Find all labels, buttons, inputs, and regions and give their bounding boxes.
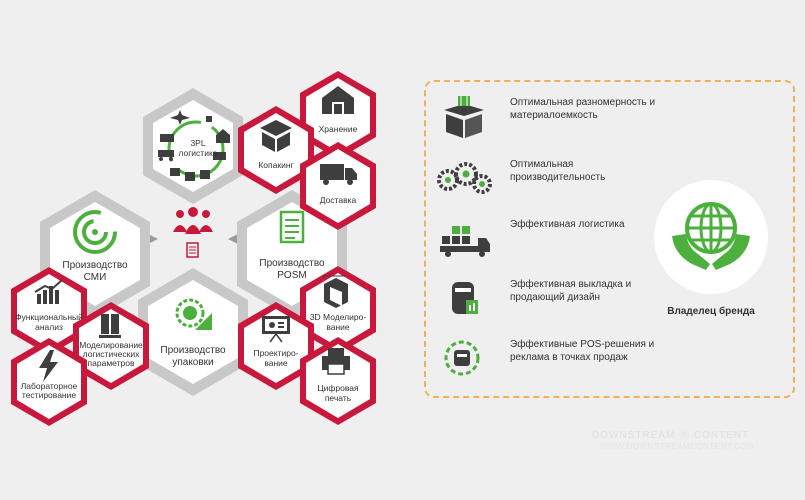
hex-delivery: Доставка [300,142,376,230]
hex-design-label: Проектиро- [253,348,298,358]
hex-copack: Копакинг [238,106,314,194]
pallet-icon [99,314,121,338]
benefit-text: Эффективная выкладка и продающий дизайн [510,279,632,303]
benefit-item: Эффективные POS-решения и реклама в точк… [436,336,654,384]
hex-3d-label: 3D Моделиро- [310,312,367,322]
hex-copack-label: Копакинг [258,160,293,170]
hex-print-label: Цифровая [317,383,359,393]
benefit-text: Оптимальная производительность [510,159,606,183]
hex-func-label: Функциональный [15,312,83,322]
hex-storage-label: Хранение [319,124,358,134]
hex-design: Проектиро- вание [238,302,314,390]
lightning-icon [39,350,58,382]
arrow-from-smi [148,234,158,244]
benefit-item: Эффективная выкладка и продающий дизайн [436,276,636,324]
hex-delivery-label: Доставка [320,195,357,205]
svg-text:параметров: параметров [88,358,135,368]
hex-pack-label: Производство [160,345,226,356]
svg-text:тестирование: тестирование [22,390,76,400]
svg-text:вание: вание [264,358,288,368]
hex-func: Функциональный анализ [11,267,87,355]
svg-text:анализ: анализ [35,322,63,332]
document-icon [279,210,305,244]
globe-hands-icon [672,202,750,270]
presentation-icon [262,316,290,343]
benefit-text: Эффективные POS-решения и реклама в точк… [510,339,655,363]
hex-smi-label: Производство [62,260,128,271]
truck-icon [320,164,357,185]
watermark-url: WWW.DOWNSTREAMCONTENT.COM [600,442,755,451]
benefits-panel: Оптимальная разномерность и материалоемк… [424,80,795,398]
hex-pack: Производство упаковки [138,268,248,396]
services-diagram: 3PL логистика Производство СМИ [11,71,376,426]
svg-text:POSM: POSM [277,270,306,281]
svg-text:печать: печать [325,393,352,403]
benefit-item: Оптимальная разномерность и материалоемк… [436,94,655,142]
svg-text:упаковки: упаковки [172,357,213,368]
hex-3pl-label: 3PL [190,138,205,148]
gears-icon [437,162,492,194]
svg-text:логистических: логистических [83,349,140,359]
recycle-icon [73,210,117,254]
hex-logmodel: Моделирование логистических параметров [73,302,149,390]
hex-storage: Хранение [300,71,376,159]
pos-display-icon [444,340,480,376]
arrow-from-posm [228,234,238,244]
benefit-item: Эффективная логистика [436,216,636,264]
hex-3d: 3D Моделиро- вание [300,266,376,354]
chart-icon [34,279,63,304]
hex-lab: Лабораторное тестирование [11,338,87,426]
svg-text:СМИ: СМИ [84,272,107,283]
benefit-text: Эффективная логистика [510,219,625,230]
brand-owner-label: Владелец бренда [667,306,755,317]
hex-3pl: 3PL логистика [143,88,243,204]
box-icon [260,120,292,152]
packaging-icon [175,298,212,330]
hex-print: Цифровая печать [300,337,376,425]
shelf-chart-icon [452,282,478,314]
watermark: DOWNSTREAM ⓟ CONTENT [592,430,750,441]
hex-lab-label: Лабораторное [21,381,78,391]
team-icon [173,207,213,258]
svg-text:вание: вание [326,322,350,332]
brand-owner-badge [654,180,768,294]
benefit-item: Оптимальная производительность [436,156,636,204]
hex-posm-label: Производство [259,258,325,269]
open-box-icon [444,96,484,138]
cube-icon [322,275,348,308]
truck-boxes-icon [440,226,490,257]
logistics-icons [158,110,230,181]
benefit-text: Оптимальная разномерность и материалоемк… [510,97,656,121]
printer-icon [322,348,350,375]
svg-text:логистика: логистика [178,148,217,158]
hex-logmodel-label: Моделирование [79,340,143,350]
warehouse-icon [322,86,354,114]
